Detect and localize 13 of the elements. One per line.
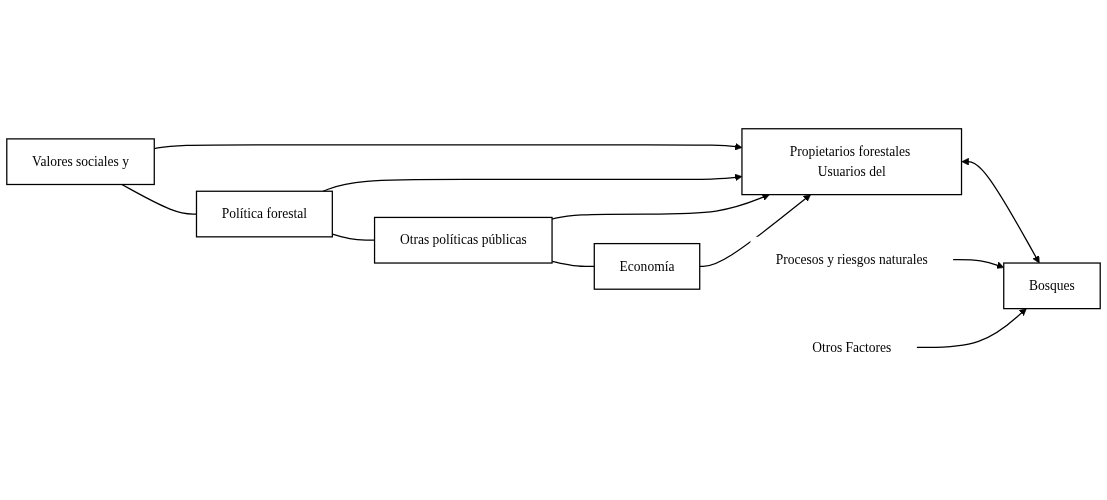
node-box: Otras políticas públicas [373,217,553,265]
node-text: Procesos y riesgos naturales [775,252,928,267]
arrow [961,158,1040,264]
node-box: Política forestal [195,191,333,238]
node-box: Economía [593,243,701,291]
node-box: Valores sociales y [6,138,155,186]
arrow [551,194,770,221]
arrow [699,194,811,268]
connector [551,261,595,268]
node-box: Bosques [1003,262,1101,310]
node-box: Propietarios forestales Usuarios del [741,128,963,196]
arrow [916,308,1027,349]
node-text: Otros Factores [812,340,892,355]
